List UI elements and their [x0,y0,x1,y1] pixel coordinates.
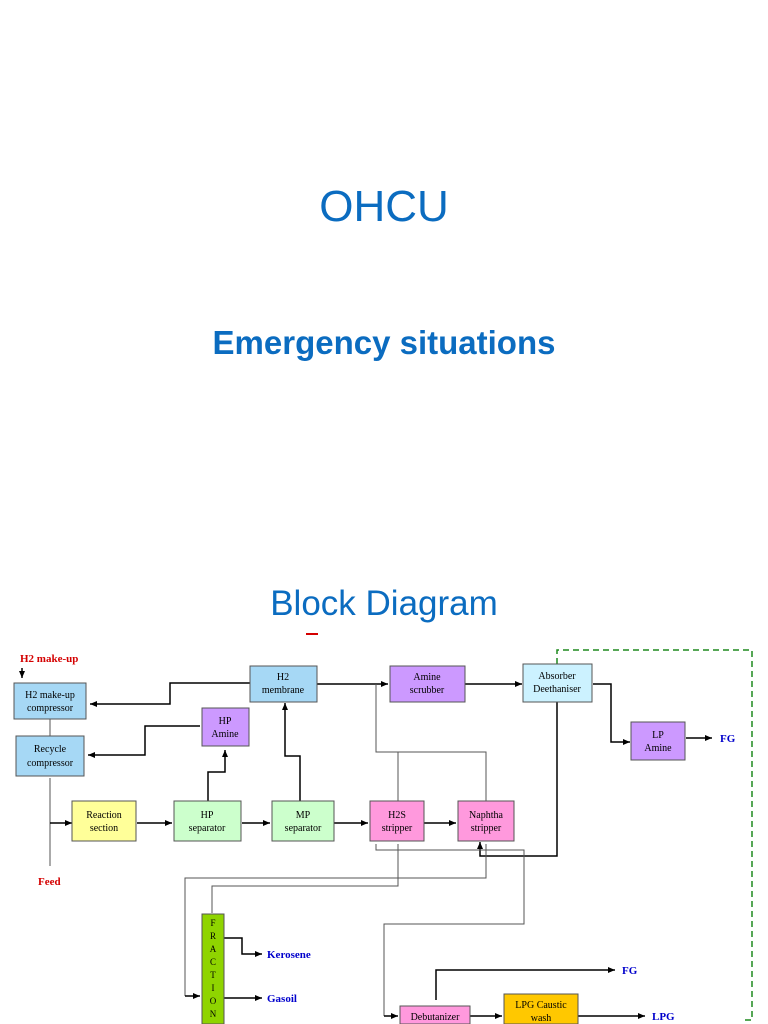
svg-text:separator: separator [285,823,322,834]
block-recycle-compressor: Recycle compressor [15,735,85,777]
gasoil-output-label: Gasoil [267,993,297,1005]
block-reaction-section: Reaction section [71,800,137,842]
block-mp-separator: MP separator [271,800,335,842]
svg-text:T: T [210,970,216,980]
block-amine-scrubber: Amine scrubber [389,665,466,703]
svg-text:Amine: Amine [413,672,441,683]
fg-bottom-output-label: FG [622,965,638,977]
svg-text:HP: HP [219,716,232,727]
svg-text:LP: LP [652,730,664,741]
block-diagram: H2 make-up Feed H2 make-up compressor Re… [13,633,753,1024]
block-hp-amine: HP Amine [201,707,250,747]
block-debutanizer: Debutanizer [399,1005,471,1024]
svg-text:Amine: Amine [211,729,239,740]
slide-subtitle: Emergency situations [212,324,556,361]
block-h2-makeup-compressor: H2 make-up compressor [13,682,87,720]
block-h2-membrane: H2 membrane [249,665,318,703]
svg-text:F: F [210,918,215,928]
svg-text:Reaction: Reaction [86,810,122,821]
block-naphtha-stripper: Naphtha stripper [457,800,515,842]
svg-text:I: I [212,983,215,993]
svg-text:compressor: compressor [27,758,74,769]
slide-title: OHCU [319,182,449,231]
svg-text:membrane: membrane [262,685,305,696]
svg-text:scrubber: scrubber [410,685,445,696]
svg-text:N: N [210,1009,217,1019]
block-lp-amine: LP Amine [630,721,686,761]
recycle-loop-line [556,649,753,1021]
section-heading: Block Diagram [270,584,498,623]
svg-text:Deethaniser: Deethaniser [533,684,581,695]
block-absorber-deethaniser: Absorber Deethaniser [522,663,593,703]
block-fractionator: F R A C T I O N [201,913,225,1024]
svg-text:O: O [210,996,217,1006]
block-h2s-stripper: H2S stripper [369,800,425,842]
svg-text:Absorber: Absorber [538,671,576,682]
block-lpg-caustic-wash: LPG Caustic wash [503,993,579,1024]
svg-text:stripper: stripper [471,823,502,834]
svg-text:C: C [210,957,216,967]
svg-text:R: R [210,931,216,941]
svg-text:section: section [90,823,118,834]
flow-lines [19,668,712,1019]
block-hp-separator: HP separator [173,800,242,842]
svg-text:separator: separator [189,823,226,834]
svg-text:Recycle: Recycle [34,744,67,755]
svg-text:wash: wash [531,1013,552,1024]
h2-makeup-input-label: H2 make-up [20,653,78,665]
kerosene-output-label: Kerosene [267,949,311,961]
svg-text:MP: MP [296,810,311,821]
svg-text:H2 make-up: H2 make-up [25,690,75,701]
feed-input-label: Feed [38,876,61,888]
svg-text:HP: HP [201,810,214,821]
lpg-output-label: LPG [652,1011,675,1023]
svg-text:Amine: Amine [644,743,672,754]
fg-top-output-label: FG [720,733,736,745]
svg-text:A: A [210,944,217,954]
svg-text:Naphtha: Naphtha [469,810,503,821]
svg-text:LPG Caustic: LPG Caustic [515,1000,567,1011]
svg-text:H2: H2 [277,672,289,683]
svg-text:compressor: compressor [27,703,74,714]
svg-text:Debutanizer: Debutanizer [411,1012,461,1023]
svg-text:stripper: stripper [382,823,413,834]
svg-text:H2S: H2S [388,810,406,821]
